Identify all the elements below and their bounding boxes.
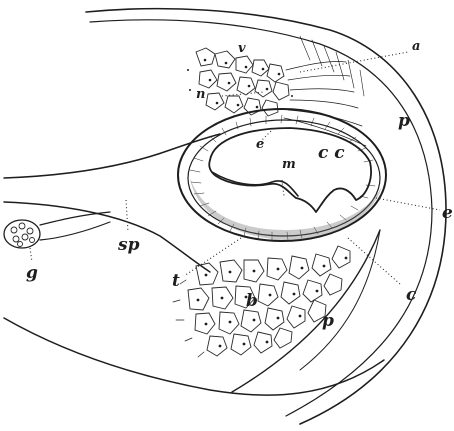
leader-g [30,248,32,262]
label-g: g [26,263,38,283]
label-n: n [196,87,205,102]
upper-tissue-network [196,48,289,116]
leader-sp [126,200,128,232]
label-p-lower: p [322,311,334,331]
label-e-right: e [442,203,453,223]
label-c: c [406,285,417,305]
label-t: t [172,271,180,291]
label-cc: c c [318,143,345,163]
label-a: a [412,39,420,54]
label-m: m [282,157,296,172]
outer-membrane-inner [90,20,432,416]
ring-shading [190,178,382,240]
ganglion-stem [40,212,110,240]
label-e-inner: e [256,137,264,152]
label-p-upper: p [398,111,410,131]
ganglion-cells [11,223,35,247]
membrane-m [212,172,298,196]
ganglion-body [4,220,40,248]
leader-t [184,236,244,276]
label-b: b [246,291,258,311]
outer-membrane-outer [86,9,446,424]
leader-e-right [376,198,440,210]
leader-a [300,52,408,72]
label-sp: sp [117,235,140,255]
stalk-upper-edge [4,134,220,178]
lower-tissue-network [188,246,350,356]
label-v: v [238,41,246,56]
